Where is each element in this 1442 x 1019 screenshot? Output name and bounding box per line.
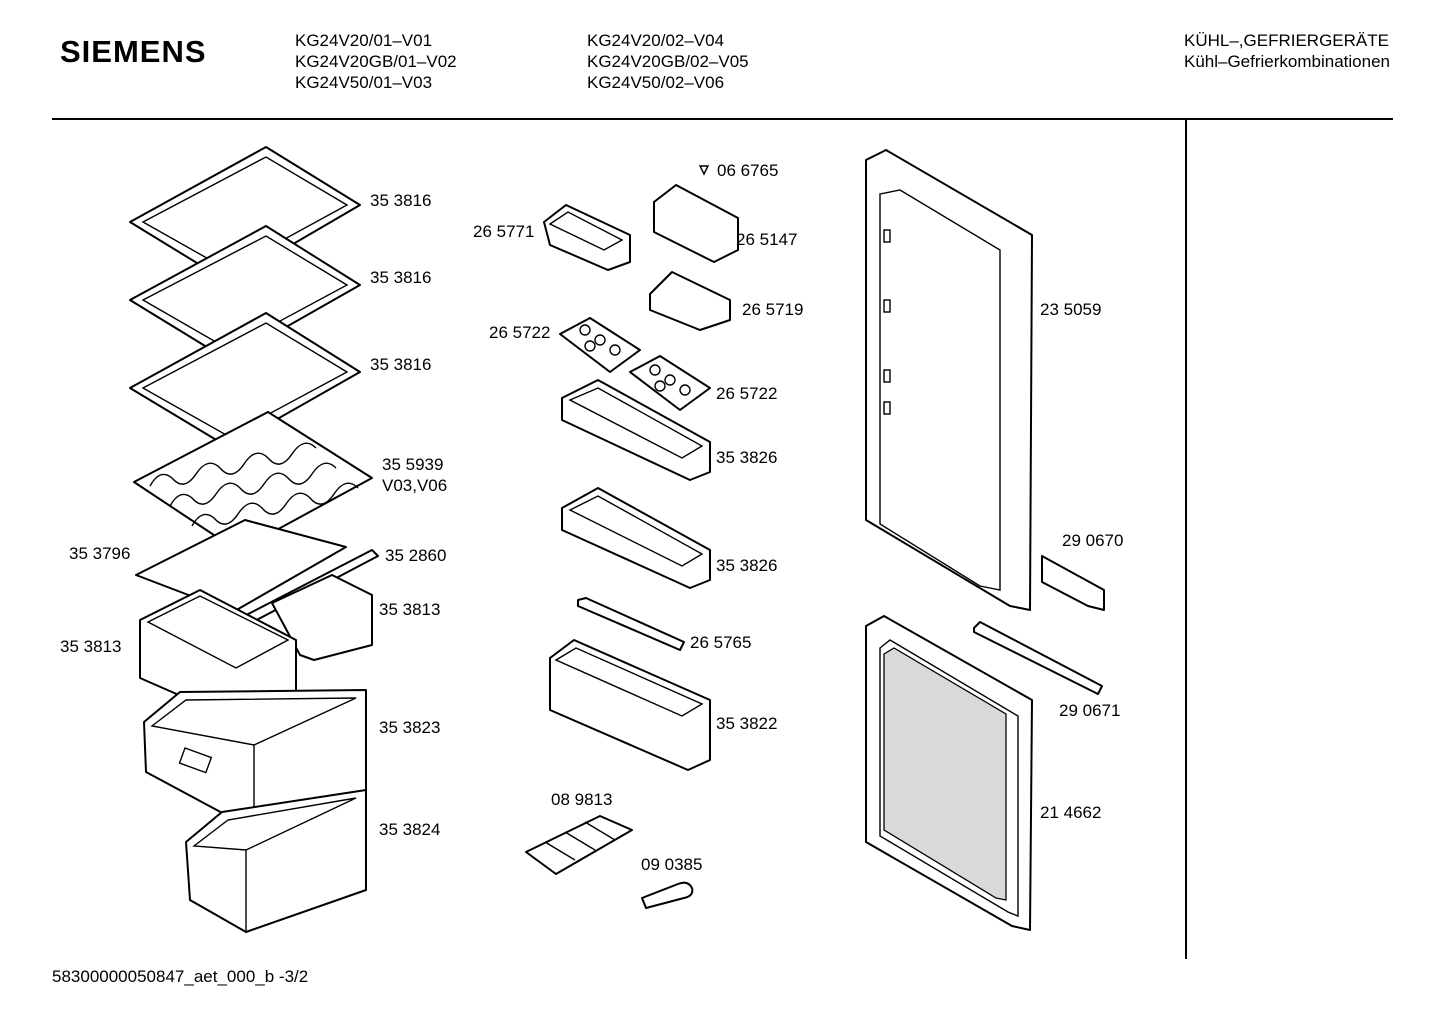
egg-tray-1 — [559, 317, 641, 373]
glass-shelf-3 — [129, 312, 361, 448]
part-label: 35 3813 — [379, 600, 441, 619]
model-number: KG24V20/01–V01 — [295, 31, 433, 50]
part-label: 06 6765 — [717, 161, 779, 180]
part-label: 26 5147 — [736, 230, 798, 249]
glass-shelf-1 — [129, 146, 361, 283]
category-line: Kühl–Gefrierkombinationen — [1183, 52, 1390, 71]
part-label: 35 3826 — [716, 448, 778, 467]
header-divider — [52, 118, 1393, 120]
door-shelf-2 — [561, 487, 711, 589]
freezer-door — [865, 615, 1033, 931]
small-shelf-insert — [649, 271, 731, 331]
crisper-bin-small — [139, 574, 373, 721]
part-label: 29 0670 — [1062, 531, 1124, 550]
category-line: KÜHL–,GEFRIERGERÄTE — [1183, 31, 1389, 50]
fridge-door — [865, 149, 1033, 611]
shelf-retainer — [577, 597, 685, 651]
part-label: 26 5719 — [742, 300, 804, 319]
part-label: V03,V06 — [382, 476, 448, 495]
bottle-shelf — [549, 639, 711, 771]
part-label: 35 5939 — [382, 455, 444, 474]
bottle-rack — [133, 411, 373, 552]
part-label: 26 5722 — [489, 323, 551, 342]
model-list-left: KG24V20/01–V01 KG24V20GB/01–V02 KG24V50/… — [295, 30, 457, 93]
part-label: 29 0671 — [1059, 701, 1121, 720]
model-list-right: KG24V20/02–V04 KG24V20GB/02–V05 KG24V50/… — [587, 30, 749, 93]
part-label: 35 2860 — [385, 546, 447, 565]
dairy-lid — [653, 184, 739, 263]
part-label: 35 3822 — [716, 714, 778, 733]
part-label: 26 5722 — [716, 384, 778, 403]
butter-compartment — [543, 204, 631, 271]
part-label: 35 3816 — [370, 355, 432, 374]
part-label: 35 3823 — [379, 718, 441, 737]
part-label: 35 3826 — [716, 556, 778, 575]
part-label: 35 3824 — [379, 820, 441, 839]
model-number: KG24V20/02–V04 — [587, 31, 725, 50]
column-divider — [1185, 119, 1187, 959]
part-label: 09 0385 — [641, 855, 703, 874]
part-label: 35 3816 — [370, 191, 432, 210]
drawer-2 — [185, 789, 367, 933]
part-label: 26 5765 — [690, 633, 752, 652]
door-shelf-1 — [561, 379, 711, 481]
door-rail-2 — [973, 621, 1103, 695]
document-id: 58300000050847_aet_000_b -3/2 — [52, 967, 309, 986]
model-number: KG24V50/02–V06 — [587, 73, 725, 92]
hinge-part — [698, 165, 710, 176]
model-number: KG24V50/01–V03 — [295, 73, 433, 92]
ice-scoop — [641, 881, 694, 909]
ice-cube-tray — [525, 815, 633, 875]
part-label: 26 5771 — [473, 222, 535, 241]
glass-shelf-2 — [129, 225, 361, 361]
part-label: 23 5059 — [1040, 300, 1102, 319]
siemens-logo: SIEMENS — [60, 34, 207, 69]
part-label: 21 4662 — [1040, 803, 1102, 822]
model-number: KG24V20GB/01–V02 — [295, 52, 457, 71]
part-label: 35 3813 — [60, 637, 122, 656]
category-title: KÜHL–,GEFRIERGERÄTE Kühl–Gefrierkombinat… — [1184, 30, 1390, 72]
model-number: KG24V20GB/02–V05 — [587, 52, 749, 71]
part-label: 35 3796 — [69, 544, 131, 563]
door-rail-1 — [1041, 555, 1105, 611]
part-label: 08 9813 — [551, 790, 613, 809]
part-label: 35 3816 — [370, 268, 432, 287]
egg-tray-2 — [629, 355, 711, 411]
